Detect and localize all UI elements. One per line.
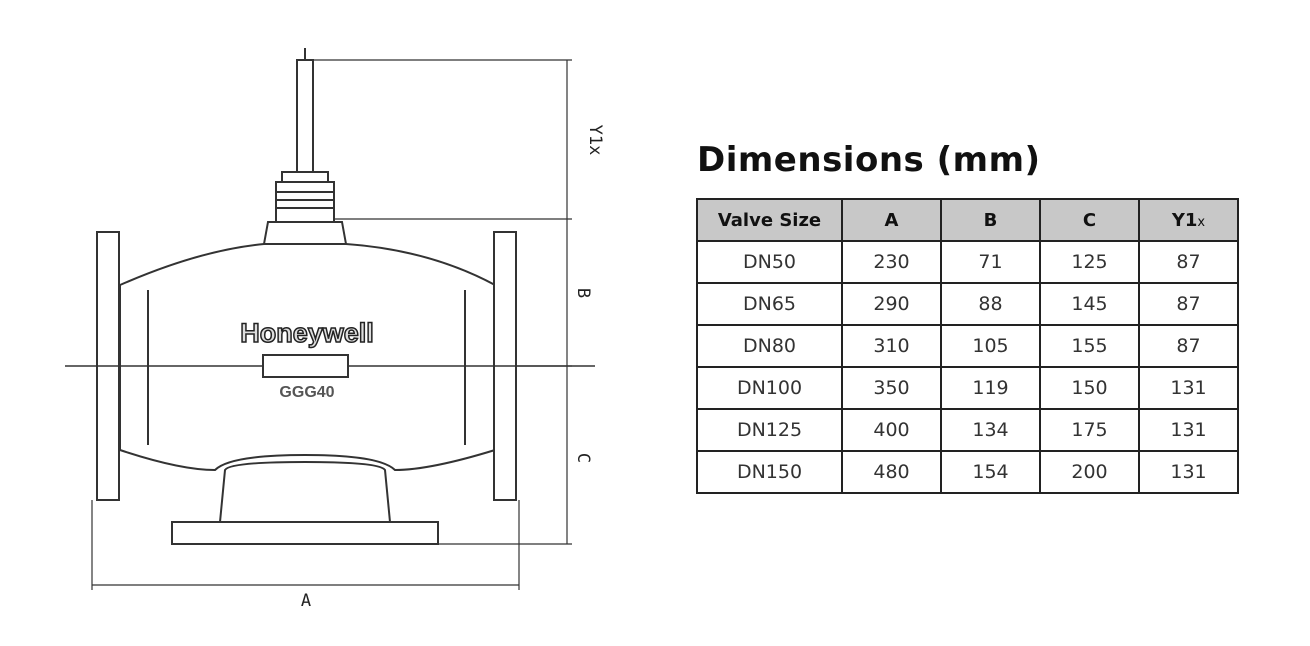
cell-a: 400 (841, 408, 942, 452)
dim-label-c: C (573, 453, 593, 463)
header-a: A (841, 198, 942, 242)
dim-label-b: B (573, 288, 593, 298)
header-c: C (1039, 198, 1140, 242)
cell-a: 350 (841, 366, 942, 410)
cell-b: 105 (940, 324, 1041, 368)
valve-stem (262, 48, 348, 245)
table-header-row: Valve Size A B C Y1x (696, 198, 1239, 242)
header-b: B (940, 198, 1041, 242)
cell-c: 175 (1039, 408, 1140, 452)
cell-a: 290 (841, 282, 942, 326)
cell-y1x: 87 (1138, 324, 1239, 368)
cell-size: DN150 (696, 450, 843, 494)
cell-c: 125 (1039, 240, 1140, 284)
cell-c: 150 (1039, 366, 1140, 410)
cell-size: DN50 (696, 240, 843, 284)
cell-size: DN80 (696, 324, 843, 368)
cell-size: DN125 (696, 408, 843, 452)
cell-c: 155 (1039, 324, 1140, 368)
cell-b: 88 (940, 282, 1041, 326)
cell-a: 310 (841, 324, 942, 368)
page-title: Dimensions (mm) (697, 140, 1041, 180)
header-valve-size: Valve Size (696, 198, 843, 242)
brand-logo: Honeywell (240, 318, 374, 348)
cell-c: 145 (1039, 282, 1140, 326)
header-y1: Y1 (1171, 209, 1198, 231)
cell-b: 134 (940, 408, 1041, 452)
cell-b: 71 (940, 240, 1041, 284)
cell-size: DN65 (696, 282, 843, 326)
cell-y1x: 87 (1138, 240, 1239, 284)
header-y1-sub: x (1197, 214, 1206, 230)
cell-y1x: 87 (1138, 282, 1239, 326)
cell-b: 154 (940, 450, 1041, 494)
cell-a: 230 (841, 240, 942, 284)
cell-y1x: 131 (1138, 366, 1239, 410)
cell-y1x: 131 (1138, 408, 1239, 452)
dim-label-a: A (301, 591, 311, 611)
dim-label-y1x: Y1x (585, 125, 605, 156)
cell-a: 480 (841, 450, 942, 494)
material-code: GGG40 (279, 384, 334, 401)
cell-c: 200 (1039, 450, 1140, 494)
valve-dimension-drawing: Honeywell GGG40 Y1x B C A (65, 48, 605, 611)
cell-y1x: 131 (1138, 450, 1239, 494)
header-y1x: Y1x (1138, 198, 1239, 242)
cell-size: DN100 (696, 366, 843, 410)
cell-b: 119 (940, 366, 1041, 410)
bottom-flange (171, 521, 439, 545)
